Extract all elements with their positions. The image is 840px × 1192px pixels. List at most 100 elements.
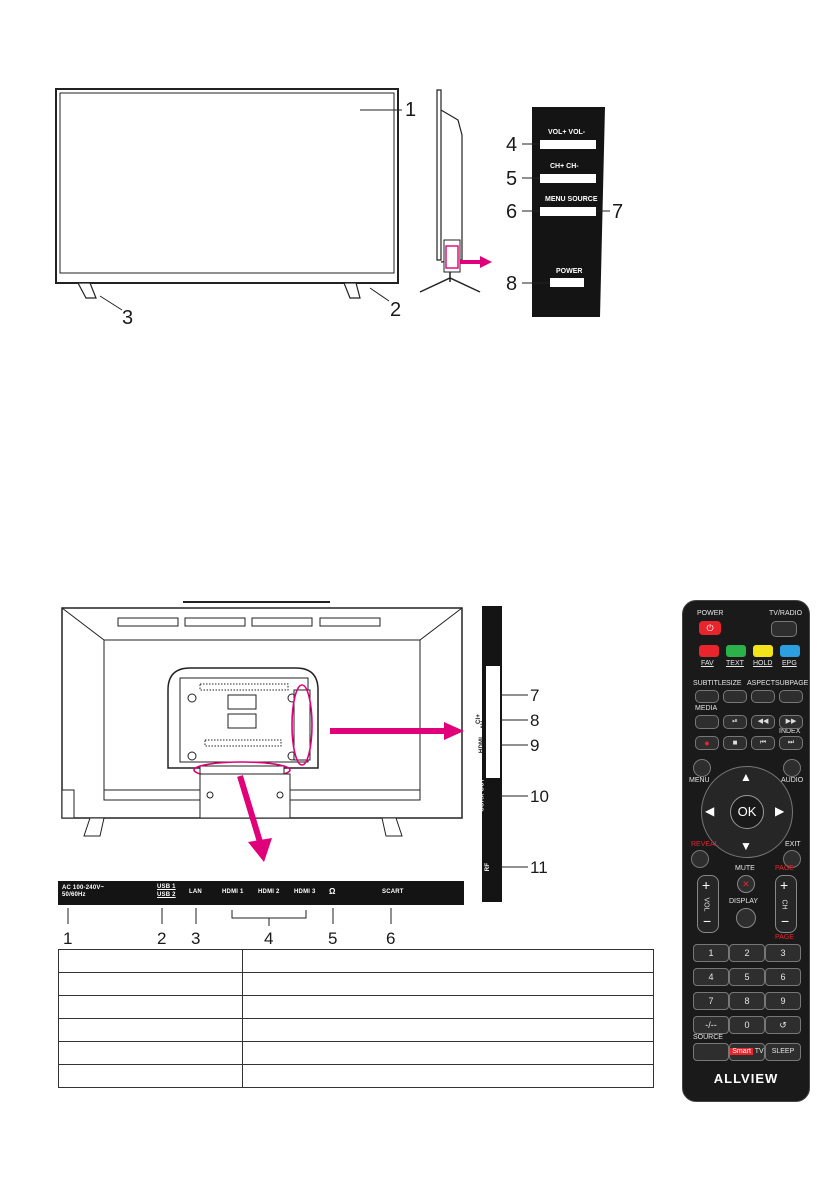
vol-rocker[interactable] <box>697 875 719 933</box>
display-button[interactable] <box>736 908 756 928</box>
rear-callout-11: 11 <box>530 858 548 877</box>
num-key-dash[interactable]: -/-- <box>693 1016 729 1034</box>
panel-label-menu-source: MENU SOURCE <box>545 196 598 203</box>
callout-8: 8 <box>506 273 518 295</box>
table-row <box>58 1064 654 1088</box>
tv-radio-button[interactable] <box>771 621 797 637</box>
index-label: INDEX <box>779 728 801 735</box>
ch-rocker[interactable] <box>775 875 797 933</box>
source-label: SOURCE <box>693 1034 723 1041</box>
menu-button[interactable] <box>693 759 711 777</box>
panel-label-power: POWER <box>556 268 583 275</box>
play-pause-button[interactable]: ⏯ <box>723 715 747 729</box>
page-label-bottom: PAGE <box>775 934 794 941</box>
remote-control: POWER ⏻ TV/RADIO FAV TEXT HOLD EPG SUBTI… <box>682 600 810 1102</box>
dpad-down-icon[interactable]: ▼ <box>740 839 752 853</box>
power-button[interactable]: ⏻ <box>699 621 721 635</box>
fast-forward-button[interactable]: ▶▶ <box>779 715 803 729</box>
tv-rear-illustration <box>58 601 528 926</box>
ch-label: CH <box>780 899 788 910</box>
hold-button[interactable] <box>753 645 773 657</box>
sleep-button[interactable]: SLEEP <box>765 1043 801 1061</box>
rewind-button[interactable]: ◀◀ <box>751 715 775 729</box>
num-key-9[interactable]: 9 <box>765 992 801 1010</box>
port-label-ac: AC 100-240V~ 50/60Hz <box>62 885 105 898</box>
rear-callout-9: 9 <box>530 736 540 755</box>
port-label-usb1: USB 1 <box>157 884 176 890</box>
num-key-5[interactable]: 5 <box>729 968 765 986</box>
next-button[interactable]: ⏭ <box>779 736 803 750</box>
vol-plus-icon: + <box>702 877 711 893</box>
port-label-usb2: USB 2 <box>157 892 176 898</box>
epg-label: EPG <box>782 660 797 667</box>
port-label-hdmi3: HDMI 3 <box>294 889 316 895</box>
num-key-0[interactable]: 0 <box>729 1016 765 1034</box>
aspect-label: ASPECT <box>747 680 776 687</box>
strip-callout-1: 1 <box>63 929 73 948</box>
port-label-coax: COAX OUT <box>479 778 486 812</box>
tv-label: TV <box>754 1048 764 1055</box>
num-key-8[interactable]: 8 <box>729 992 765 1010</box>
record-button[interactable]: ● <box>695 736 719 750</box>
port-label-hdmi1: HDMI 1 <box>222 889 244 895</box>
menu-label: MENU <box>689 777 710 784</box>
num-key-3[interactable]: 3 <box>765 944 801 962</box>
callout-3: 3 <box>122 307 134 329</box>
strip-callout-4: 4 <box>264 929 274 948</box>
num-key-7[interactable]: 7 <box>693 992 729 1010</box>
callout-2: 2 <box>390 299 402 321</box>
spec-table <box>58 949 654 1088</box>
recall-button[interactable]: ↺ <box>765 1016 801 1034</box>
num-key-6[interactable]: 6 <box>765 968 801 986</box>
rear-callout-10: 10 <box>530 787 549 806</box>
epg-button[interactable] <box>780 645 800 657</box>
aspect-button[interactable] <box>751 690 775 703</box>
fav-label: FAV <box>701 660 714 667</box>
source-button[interactable] <box>693 1043 729 1061</box>
vol-minus-icon: − <box>703 913 712 929</box>
table-row <box>58 1041 654 1065</box>
media-button[interactable] <box>695 715 719 729</box>
callout-5: 5 <box>506 168 518 190</box>
reveal-button[interactable] <box>691 850 709 868</box>
size-button[interactable] <box>723 690 747 703</box>
table-row <box>58 949 654 973</box>
port-label-rf: RF <box>485 862 492 872</box>
port-label-hdmi2: HDMI 2 <box>258 889 280 895</box>
port-label-hdmi: HDMI <box>479 736 486 754</box>
table-row <box>58 972 654 996</box>
dpad-up-icon[interactable]: ▲ <box>740 770 752 784</box>
callout-7: 7 <box>612 201 624 223</box>
exit-button[interactable] <box>783 850 801 868</box>
audio-label: AUDIO <box>781 777 804 784</box>
mute-button[interactable]: ✕ <box>737 875 755 893</box>
callout-6: 6 <box>506 201 518 223</box>
subtitle-button[interactable] <box>695 690 719 703</box>
table-row <box>58 1018 654 1042</box>
strip-callout-6: 6 <box>386 929 396 948</box>
stop-button[interactable]: ■ <box>723 736 747 750</box>
port-label-scart: SCART <box>382 889 404 895</box>
smart-tv-button[interactable]: Smart TV <box>729 1043 765 1061</box>
prev-button[interactable]: ⏮ <box>751 736 775 750</box>
callout-1: 1 <box>405 99 417 121</box>
subpage-button[interactable] <box>779 690 803 703</box>
mute-label: MUTE <box>735 865 755 872</box>
dpad-right-icon[interactable]: ▶ <box>775 804 785 818</box>
fav-button[interactable] <box>699 645 719 657</box>
audio-button[interactable] <box>783 759 801 777</box>
port-label-av: AV <box>481 720 488 730</box>
vol-label: VOL <box>702 897 710 912</box>
num-key-1[interactable]: 1 <box>693 944 729 962</box>
dpad-left-icon[interactable]: ◀ <box>705 804 715 818</box>
table-row <box>58 995 654 1019</box>
callout-4: 4 <box>506 134 518 156</box>
page-label: PAGE <box>775 865 794 872</box>
ok-button[interactable]: OK <box>730 795 764 829</box>
num-key-2[interactable]: 2 <box>729 944 765 962</box>
num-key-4[interactable]: 4 <box>693 968 729 986</box>
port-label-lan: LAN <box>189 889 202 895</box>
rear-callout-7: 7 <box>530 686 540 705</box>
strip-callout-3: 3 <box>191 929 201 948</box>
text-button[interactable] <box>726 645 746 657</box>
